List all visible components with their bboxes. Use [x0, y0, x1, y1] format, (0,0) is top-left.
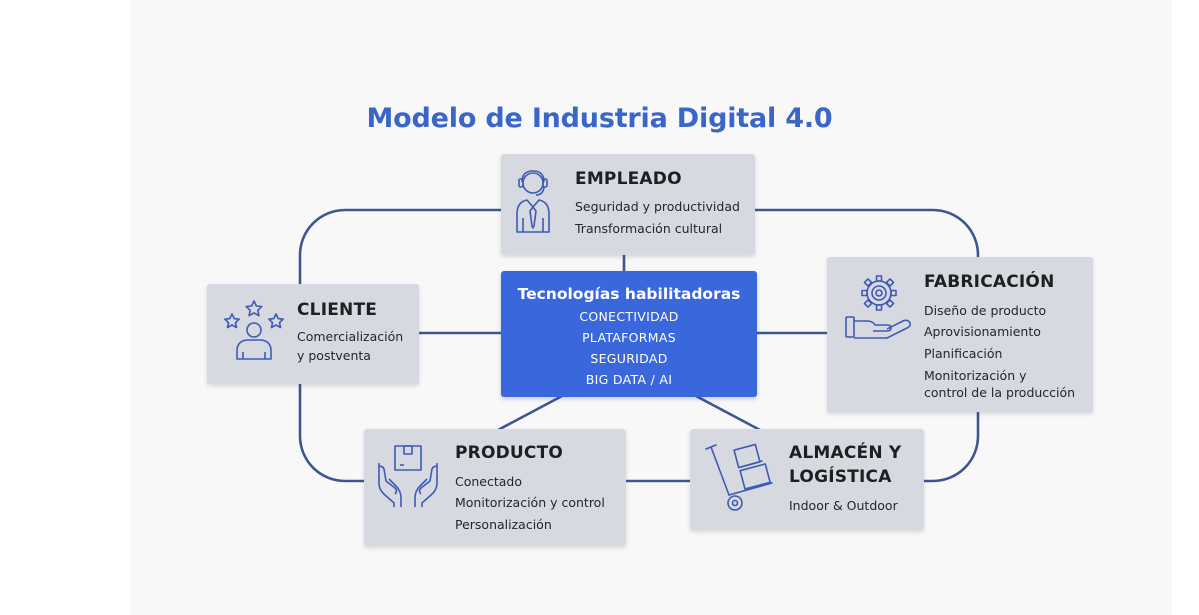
employee-icon [516, 170, 550, 233]
node-empleado: EMPLEADO Seguridad y productividad Trans… [501, 154, 755, 255]
node-producto-title: PRODUCTO [455, 443, 564, 463]
node-empleado-title: EMPLEADO [575, 169, 682, 189]
node-cliente-title: CLIENTE [297, 300, 378, 320]
node-fabricacion-line: control de la producción [924, 385, 1076, 400]
node-producto-line: Conectado [455, 474, 523, 489]
node-empleado-line: Seguridad y productividad [575, 199, 740, 214]
node-cliente-line: y postventa [297, 348, 371, 363]
link-almacen [694, 394, 762, 432]
node-almacen-line: Indoor & Outdoor [789, 498, 898, 513]
diagram-title: Modelo de Industria Digital 4.0 [366, 103, 833, 134]
node-tecnologias-habilitadoras: Tecnologías habilitadoras CONECTIVIDAD P… [501, 271, 757, 397]
center-item: PLATAFORMAS [582, 330, 676, 345]
hand-truck-icon [705, 443, 773, 511]
node-producto: PRODUCTO Conectado Monitorización y cont… [364, 429, 626, 546]
center-item: CONECTIVIDAD [579, 309, 679, 324]
center-item: BIG DATA / AI [585, 372, 673, 387]
customer-rating-icon [223, 300, 285, 360]
node-fabricacion-line: Planificación [924, 346, 1003, 361]
link-producto [496, 394, 564, 432]
node-almacen-title-line: LOGÍSTICA [789, 467, 892, 487]
node-almacen: ALMACÉN Y LOGÍSTICA Indoor & Outdoor [690, 429, 924, 530]
center-item: SEGURIDAD [590, 351, 668, 366]
node-cliente-line: Comercialización [297, 329, 404, 344]
node-fabricacion-title: FABRICACIÓN [924, 272, 1055, 292]
node-producto-line: Personalización [455, 517, 552, 532]
node-fabricacion-line: Aprovisionamiento [924, 324, 1041, 339]
node-fabricacion-line: Monitorización y [924, 368, 1027, 383]
center-title: Tecnologías habilitadoras [517, 285, 741, 303]
node-producto-line: Monitorización y control [455, 495, 605, 510]
node-empleado-line: Transformación cultural [575, 221, 723, 236]
outer-loop [298, 208, 980, 483]
node-cliente: CLIENTE Comercialización y postventa [207, 284, 419, 384]
box-hands-icon [378, 445, 438, 507]
node-almacen-title-line: ALMACÉN Y [789, 443, 902, 463]
gear-hand-icon [845, 275, 911, 339]
node-fabricacion-line: Diseño de producto [924, 303, 1047, 318]
node-fabricacion: FABRICACIÓN Diseño de producto Aprovisio… [827, 257, 1093, 412]
